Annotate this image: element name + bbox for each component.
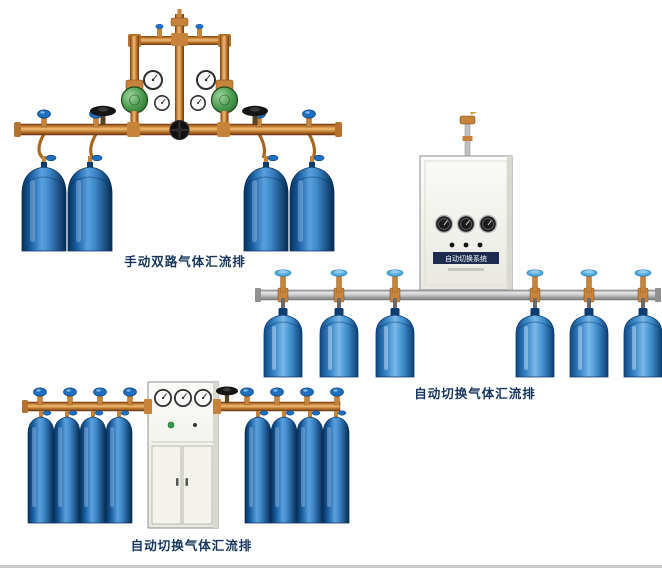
gas-bottle bbox=[569, 297, 609, 378]
blue-cap-connector bbox=[526, 269, 544, 293]
cabinet-label: 自动切换系统 bbox=[445, 254, 487, 263]
gas-cylinder bbox=[270, 410, 298, 524]
auto-switch-wall-illustration: 自动切换系统 bbox=[255, 112, 662, 378]
gas-bottle bbox=[263, 297, 303, 378]
panel-gauge bbox=[478, 214, 498, 234]
pressure-gauge bbox=[196, 70, 216, 90]
pressure-regulator-right bbox=[190, 70, 239, 128]
indicator-light bbox=[463, 242, 469, 248]
cabinet-door-left bbox=[151, 445, 182, 525]
control-cabinet bbox=[147, 381, 219, 529]
manifold-pipe bbox=[255, 287, 661, 303]
gas-cylinder bbox=[21, 154, 67, 252]
product-caption: 手动双路气体汇流排 bbox=[124, 254, 246, 269]
indicator-light bbox=[449, 242, 455, 248]
gas-cylinder bbox=[53, 410, 81, 524]
gas-bottle bbox=[515, 297, 555, 378]
pressure-gauge bbox=[154, 95, 170, 111]
gas-cylinder bbox=[67, 154, 113, 252]
control-cabinet: 自动切换系统 bbox=[419, 155, 513, 291]
indicator-light-green bbox=[167, 421, 175, 429]
cabinet-door-right bbox=[182, 445, 213, 525]
door-handle bbox=[176, 478, 179, 486]
panel-gauge bbox=[456, 214, 476, 234]
product-caption: 自动切换气体汇流排 bbox=[414, 386, 536, 401]
blue-cap-connector bbox=[580, 269, 598, 293]
panel-gauge bbox=[193, 388, 213, 408]
gas-cylinder bbox=[296, 410, 324, 524]
gas-cylinder bbox=[105, 410, 133, 524]
gas-bottle bbox=[319, 297, 359, 378]
pressure-gauge bbox=[190, 95, 206, 111]
blue-cap-connector bbox=[274, 269, 292, 293]
product-auto-switch-floor: 自动切换气体汇流排 bbox=[15, 378, 350, 553]
indicator-light bbox=[477, 242, 483, 248]
cabinet-label-strip bbox=[433, 252, 499, 264]
panel-gauge bbox=[434, 214, 454, 234]
gas-cylinder bbox=[244, 410, 272, 524]
gas-cylinder bbox=[27, 410, 55, 524]
bottom-divider bbox=[0, 565, 662, 568]
gas-cylinder bbox=[79, 410, 107, 524]
door-handle bbox=[185, 478, 188, 486]
product-manual-dual-manifold: 手动双路气体汇流排 bbox=[8, 8, 348, 269]
cabinet-riser-pipe bbox=[459, 112, 480, 159]
center-valve-handwheel bbox=[169, 120, 190, 140]
product-caption: 自动切换气体汇流排 bbox=[130, 538, 253, 553]
product-auto-switch-wall: 自动切换系统 bbox=[252, 112, 662, 401]
gas-bottle bbox=[623, 297, 662, 378]
blue-cap-connector bbox=[330, 269, 348, 293]
gas-bottle bbox=[375, 297, 415, 378]
pressure-regulator-left bbox=[120, 70, 170, 128]
manifold-pipe bbox=[22, 399, 341, 414]
indicator-light bbox=[193, 423, 197, 427]
gas-cylinder bbox=[322, 410, 350, 524]
panel-gauge bbox=[153, 388, 173, 408]
header-pipes bbox=[128, 9, 231, 130]
manual-manifold-illustration bbox=[14, 9, 342, 252]
panel-gauge bbox=[173, 388, 193, 408]
pressure-gauge bbox=[143, 70, 163, 90]
blue-cap-connector bbox=[386, 269, 404, 293]
auto-switch-floor-illustration bbox=[22, 381, 350, 529]
blue-cap-connector bbox=[634, 269, 652, 293]
